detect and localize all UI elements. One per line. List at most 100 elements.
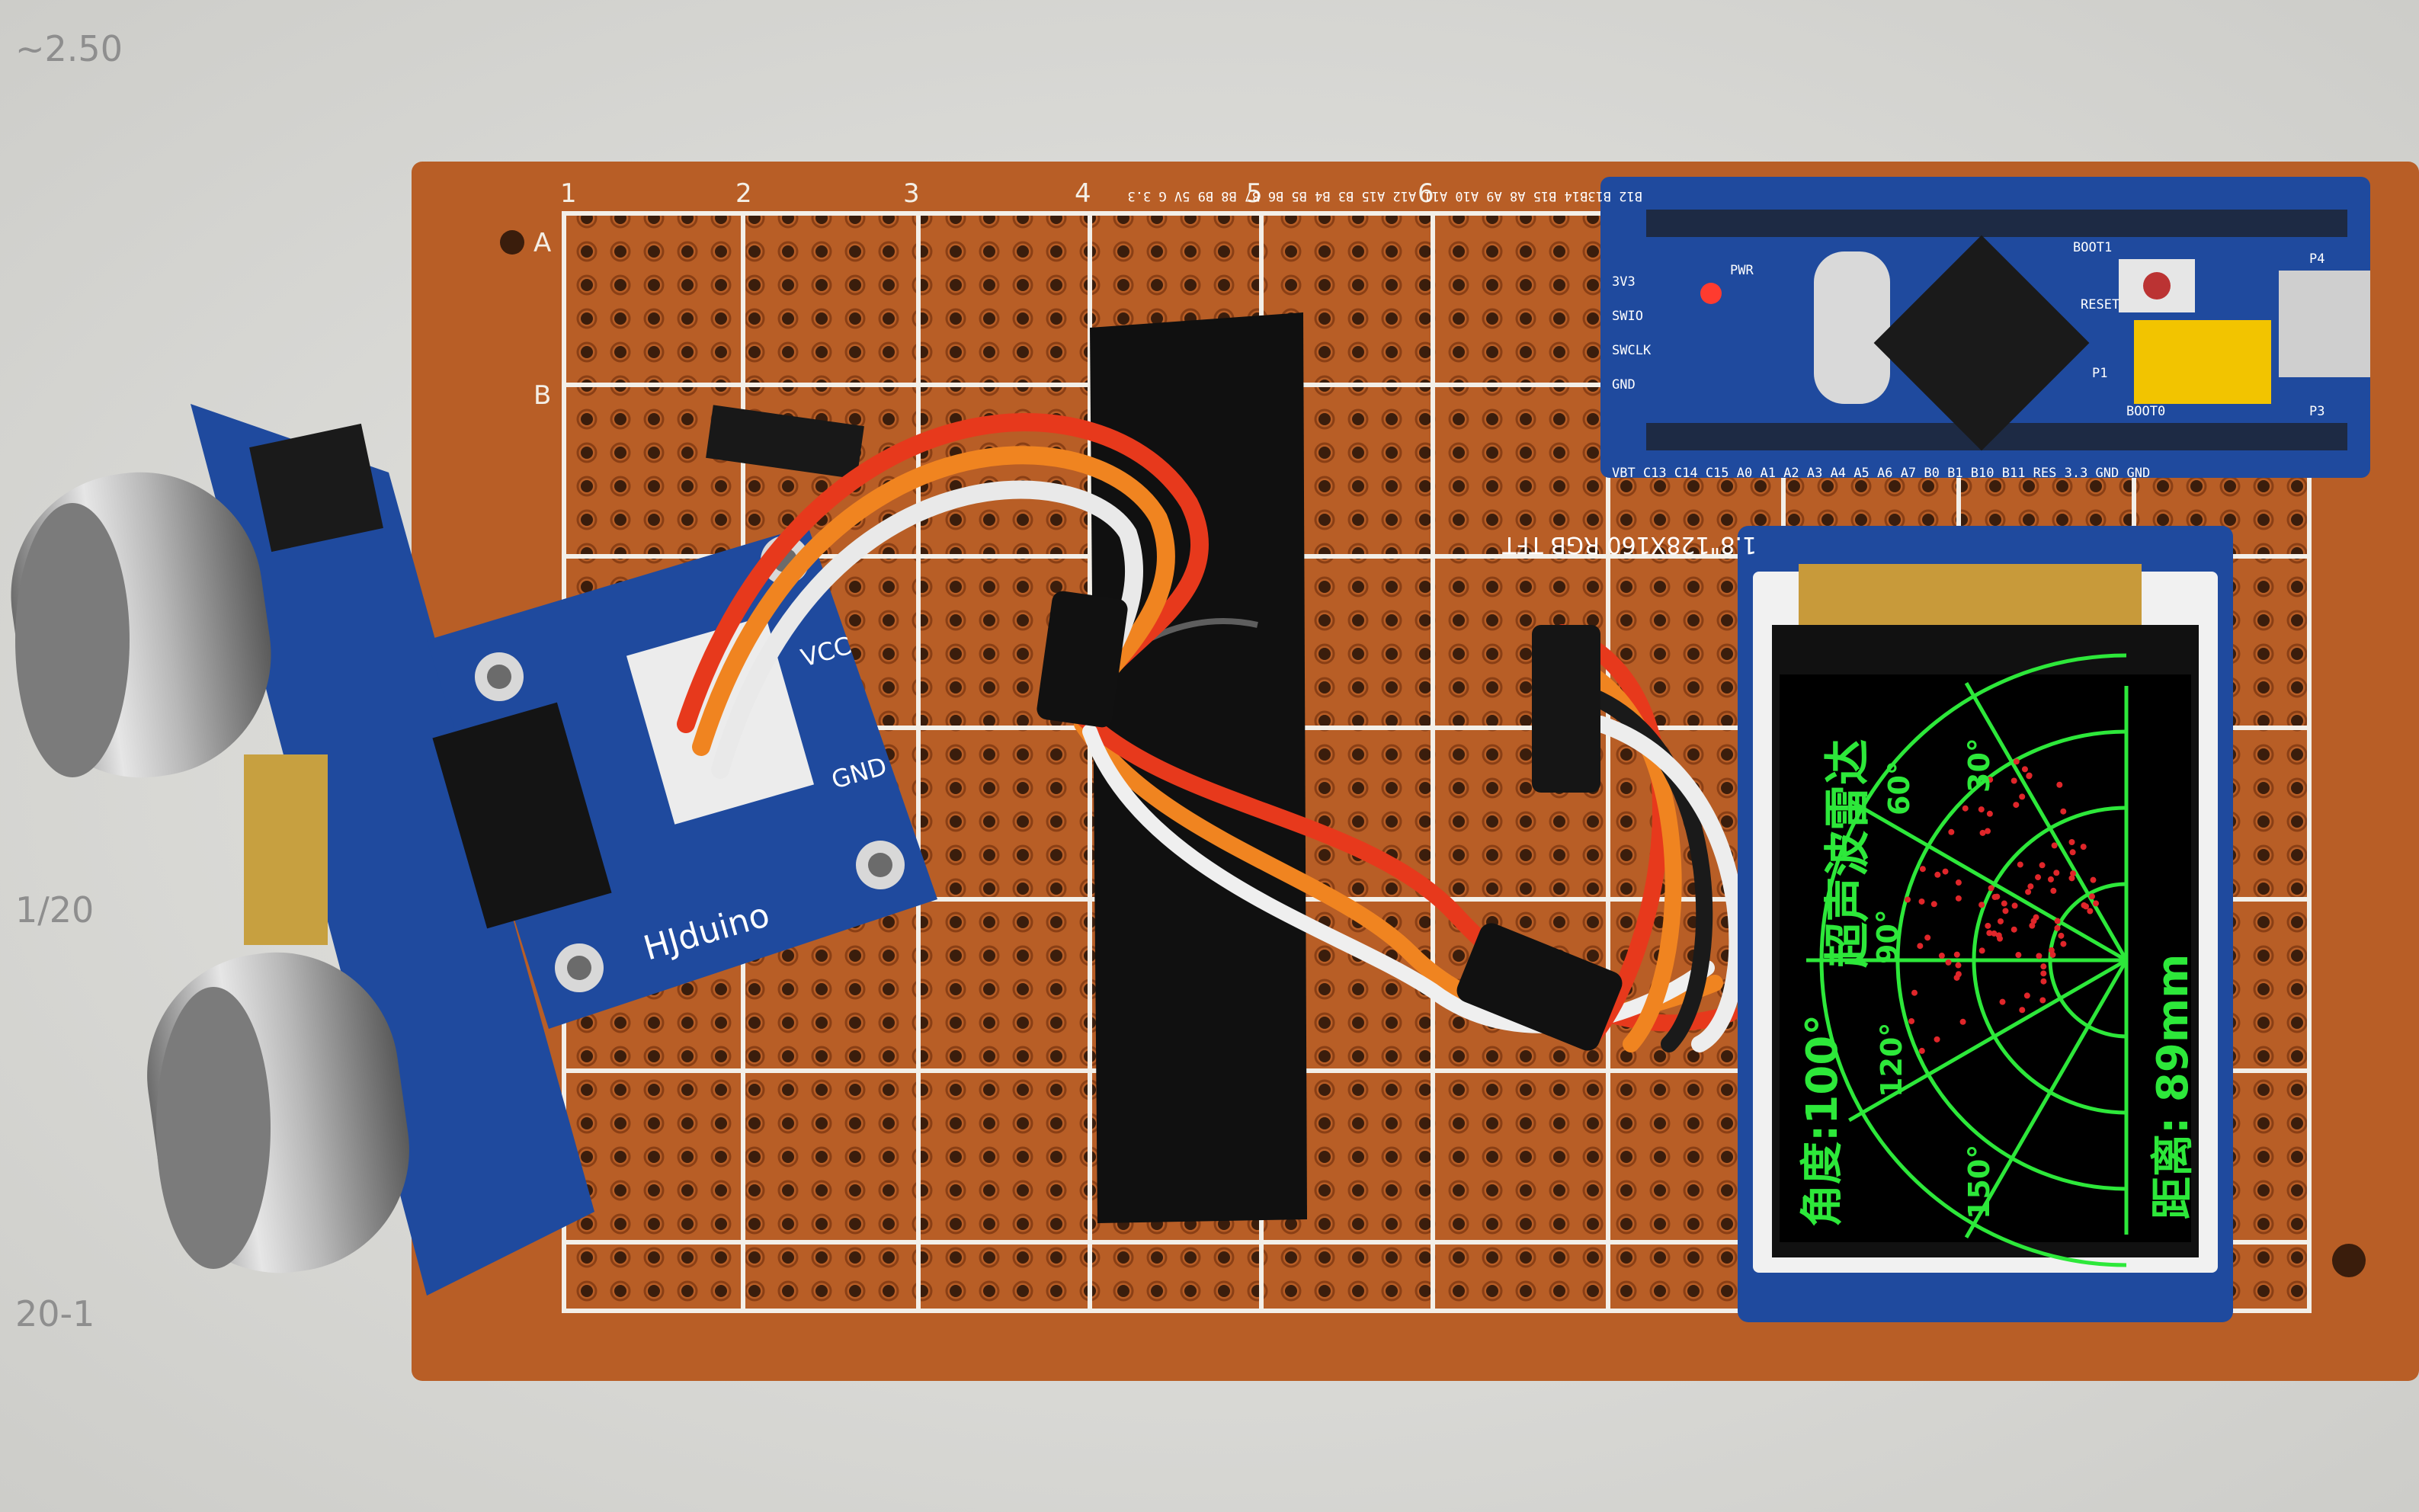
radar-echo-point <box>1918 1047 1925 1054</box>
radar-echo-point <box>2023 992 2030 999</box>
mcu-debug-pin-swio: SWIO <box>1612 309 1643 324</box>
mcu-debug-pin-3v3: 3V3 <box>1612 274 1636 290</box>
paper-note-2: 1/20 <box>15 889 94 931</box>
radar-echo-point <box>2088 893 2095 900</box>
mount-hole-br <box>2332 1244 2366 1277</box>
radar-echo-point <box>2029 922 2036 929</box>
radar-echo-point <box>1934 871 1941 878</box>
radar-echo-point <box>1924 934 1931 941</box>
radar-echo-point <box>1908 1017 1915 1024</box>
radar-echo-point <box>2040 978 2047 985</box>
radar-ray-120 <box>1848 958 2128 1123</box>
radar-echo-point <box>2001 900 2007 907</box>
radar-echo-point <box>2027 883 2034 890</box>
grid-col-3: 3 <box>903 178 920 209</box>
radar-echo-point <box>2069 849 2076 856</box>
mcu-debug-pin-gnd: GND <box>1612 377 1636 392</box>
jumper-wires <box>677 413 1746 1052</box>
grid-col-2: 2 <box>735 178 752 209</box>
radar-echo-point <box>2010 926 2017 933</box>
radar-angle-text: 角度:100° <box>1798 1014 1847 1227</box>
radar-echo-point <box>1911 989 1918 996</box>
radar-echo-point <box>2019 1007 2026 1014</box>
radar-echo-point <box>1986 810 1993 817</box>
radar-echo-point <box>1955 962 1962 969</box>
radar-echo-point <box>1985 828 1991 834</box>
radar-echo-point <box>2015 952 2022 959</box>
radar-echo-point <box>2056 781 2063 788</box>
grid-col-6: 6 <box>1418 178 1434 209</box>
radar-echo-point <box>2030 918 2037 924</box>
radar-echo-point <box>1948 828 1955 835</box>
radar-angle-30: 30° <box>1962 738 1996 793</box>
mcu-debug-pin-swclk: SWCLK <box>1612 343 1652 358</box>
radar-echo-point <box>1934 1036 1940 1043</box>
radar-ray-60 <box>1848 798 2128 963</box>
radar-echo-point <box>2054 918 2061 924</box>
power-led <box>1700 283 1722 304</box>
radar-echo-point <box>2068 839 2075 846</box>
radar-echo-point <box>2019 793 2026 800</box>
grid-row-a: A <box>533 228 551 258</box>
radar-echo-point <box>2060 940 2067 947</box>
ultrasonic-sensor <box>11 404 594 1296</box>
radar-echo-point <box>2053 870 2060 876</box>
radar-echo-point <box>1979 829 1986 836</box>
radar-echo-point <box>2060 808 2067 815</box>
radar-echo-point <box>2087 908 2094 915</box>
radar-echo-point <box>2011 902 2018 909</box>
mcu-bottom-pins: VBT C13 C14 C15 A0 A1 A2 A3 A4 A5 A6 A7 … <box>1612 466 2150 481</box>
sensor-adapter-board: HJduino VCC GND <box>427 405 937 1029</box>
radar-echo-point <box>1955 895 1962 902</box>
radar-echo-point <box>2017 861 2023 868</box>
radar-echo-point <box>2080 844 2087 850</box>
radar-echo-point <box>1962 805 1969 812</box>
mcu-label-boot1: BOOT1 <box>2073 240 2112 255</box>
radar-echo-point <box>2070 870 2077 877</box>
radar-echo-point <box>2021 766 2028 773</box>
black-tape <box>1090 312 1307 1223</box>
radar-echo-point <box>1945 959 1952 966</box>
radar-title: 超声波雷达 <box>1821 739 1875 968</box>
radar-echo-point <box>1930 901 1937 908</box>
radar-echo-point <box>2013 802 2020 809</box>
radar-echo-point <box>1978 902 1985 908</box>
radar-angle-90: 90° <box>1871 909 1905 964</box>
radar-echo-point <box>2039 862 2046 869</box>
radar-echo-point <box>1919 866 1926 873</box>
radar-echo-point <box>2039 997 2046 1004</box>
radar-ray-150 <box>1964 959 2129 1238</box>
radar-echo-point <box>1986 930 1993 937</box>
radar-echo-point <box>2013 758 2020 765</box>
radar-echo-point <box>2026 772 2033 779</box>
grid-col-5: 5 <box>1246 178 1263 209</box>
radar-echo-point <box>1953 951 1960 958</box>
radar-echo-point <box>1978 947 1985 954</box>
radar-echo-point <box>1905 896 1911 903</box>
mcu-top-pins: B12 B13B14 B15 A8 A9 A10 A11 A12 A15 B3 … <box>1127 188 1642 203</box>
radar-echo-point <box>2090 876 2097 883</box>
radar-echo-point <box>2058 932 2065 939</box>
radar-echo-point <box>2054 924 2061 931</box>
radar-echo-point <box>2068 875 2075 882</box>
radar-echo-point <box>2051 842 2058 849</box>
paper-note-1: ~2.50 <box>15 28 123 69</box>
radar-echo-point <box>1997 918 2004 924</box>
mcu-label-p1: P1 <box>2092 366 2107 381</box>
radar-echo-point <box>2002 908 2009 915</box>
radar-echo-point <box>1999 998 2006 1005</box>
mcu-label-pwr: PWR <box>1730 263 1754 278</box>
radar-echo-point <box>2040 963 2047 970</box>
radar-distance-text: 距离: 89mm <box>2148 953 2198 1219</box>
radar-echo-point <box>1959 1018 1966 1025</box>
radar-echo-point <box>1988 885 1994 892</box>
radar-echo-point <box>2025 889 2032 895</box>
radar-echo-point <box>1917 943 1924 950</box>
radar-angle-120: 120° <box>1875 1023 1908 1097</box>
radar-echo-point <box>2093 900 2100 907</box>
radar-display: 超声波雷达 角度:100° 距离: 89mm 30° 60° 90° 120° … <box>1798 653 2198 1267</box>
radar-echo-point <box>1987 777 1994 783</box>
radar-echo-point <box>2035 874 2042 881</box>
lcd-module-label: 1.8"128X160 RGB TFT <box>1502 531 1757 558</box>
